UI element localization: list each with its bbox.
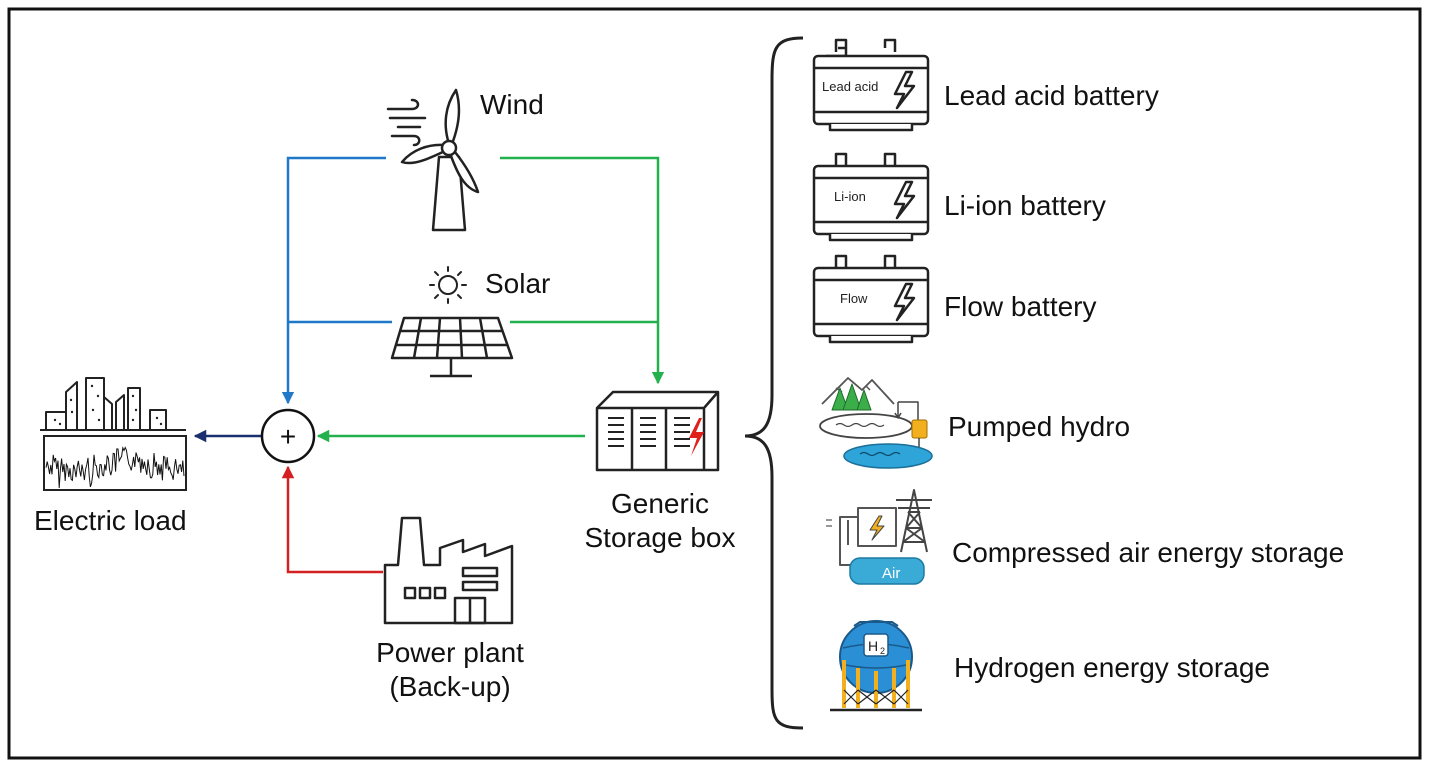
storage-box-label: Generic Storage box [560,487,760,555]
electric-load-label: Electric load [34,505,187,536]
power-plant-label-line1: Power plant [376,637,524,668]
li-ion-tag: Li-ion [834,189,866,204]
lead-acid-tag: Lead acid [822,79,878,94]
tech-label-li-ion: Li-ion battery [944,190,1106,221]
tech-label-compressed-air: Compressed air energy storage [952,537,1345,568]
city-skyline-icon [40,377,186,431]
solar-panel-icon [390,316,514,378]
hydrogen-tag: H [868,638,878,654]
caes-tag: Air [882,565,900,582]
power-plant-label: Power plant (Back-up) [340,636,560,704]
connector-plant-to-junction [281,465,383,574]
tech-label-lead-acid: Lead acid battery [944,80,1159,111]
li-ion-battery-icon: Li-ion [812,152,930,242]
flow-tag: Flow [840,291,868,306]
diagram-frame [7,7,1422,760]
solar-label: Solar [485,268,551,299]
power-plant-icon [383,516,514,625]
storage-box-icon [595,390,720,472]
tech-label-flow: Flow battery [944,291,1097,322]
sun-icon [429,266,467,304]
storage-box-label-line2: Storage box [584,522,736,553]
power-plant-label-line2: (Back-up) [389,671,511,702]
flow-battery-icon: Flow [812,254,930,344]
lead-acid-battery-icon: Lead acid [812,38,930,132]
pumped-hydro-icon [819,377,933,469]
sum-junction: + [260,408,316,464]
tech-label-pumped-hydro: Pumped hydro [948,411,1131,442]
hydrogen-tank-icon: H 2 [830,620,922,712]
connector-wind-to-storage [500,156,665,385]
storage-bolt-icon [689,418,704,456]
wind-turbine-icon [386,88,480,232]
svg-text:2: 2 [880,646,885,656]
wind-label: Wind [480,89,544,120]
tech-label-hydrogen: Hydrogen energy storage [954,652,1270,683]
storage-box-label-line1: Generic [610,488,710,519]
junction-plus: + [280,421,296,452]
load-profile-icon [43,435,187,491]
technology-brace [744,36,804,730]
compressed-air-icon: Air [826,489,932,585]
